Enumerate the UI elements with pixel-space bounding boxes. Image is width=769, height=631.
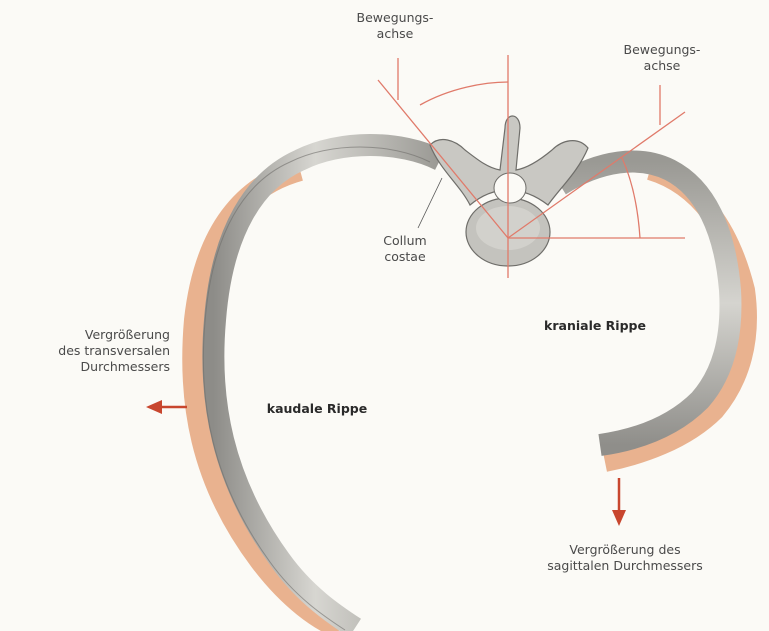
collum-costae-label-line1: Collum [360,233,450,249]
transversal-arrow [146,400,187,414]
transversal-label-line3: Durchmessers [40,359,170,375]
kaudale-rippe-label: kaudale Rippe [262,401,372,417]
sagittal-label: Vergrößerung des sagittalen Durchmessers [535,542,715,574]
axis-right-label: Bewegungs- achse [612,42,712,74]
sagittal-arrow [612,478,626,526]
axis-left-label-line2: achse [345,26,445,42]
cranial-rib [560,162,730,445]
axis-right-label-line1: Bewegungs- [612,42,712,58]
transversal-label-line2: des transversalen [40,343,170,359]
collum-costae-label: Collum costae [360,233,450,265]
transversal-label-line1: Vergrößerung [40,327,170,343]
kraniale-rippe-label: kraniale Rippe [540,318,650,334]
sagittal-label-line2: sagittalen Durchmessers [535,558,715,574]
axis-left-label: Bewegungs- achse [345,10,445,42]
sagittal-label-line1: Vergrößerung des [535,542,715,558]
transversal-label: Vergrößerung des transversalen Durchmess… [40,327,170,375]
axis-left-label-line1: Bewegungs- [345,10,445,26]
collum-pointer [418,178,442,228]
collum-costae-label-line2: costae [360,249,450,265]
axis-right-label-line2: achse [612,58,712,74]
